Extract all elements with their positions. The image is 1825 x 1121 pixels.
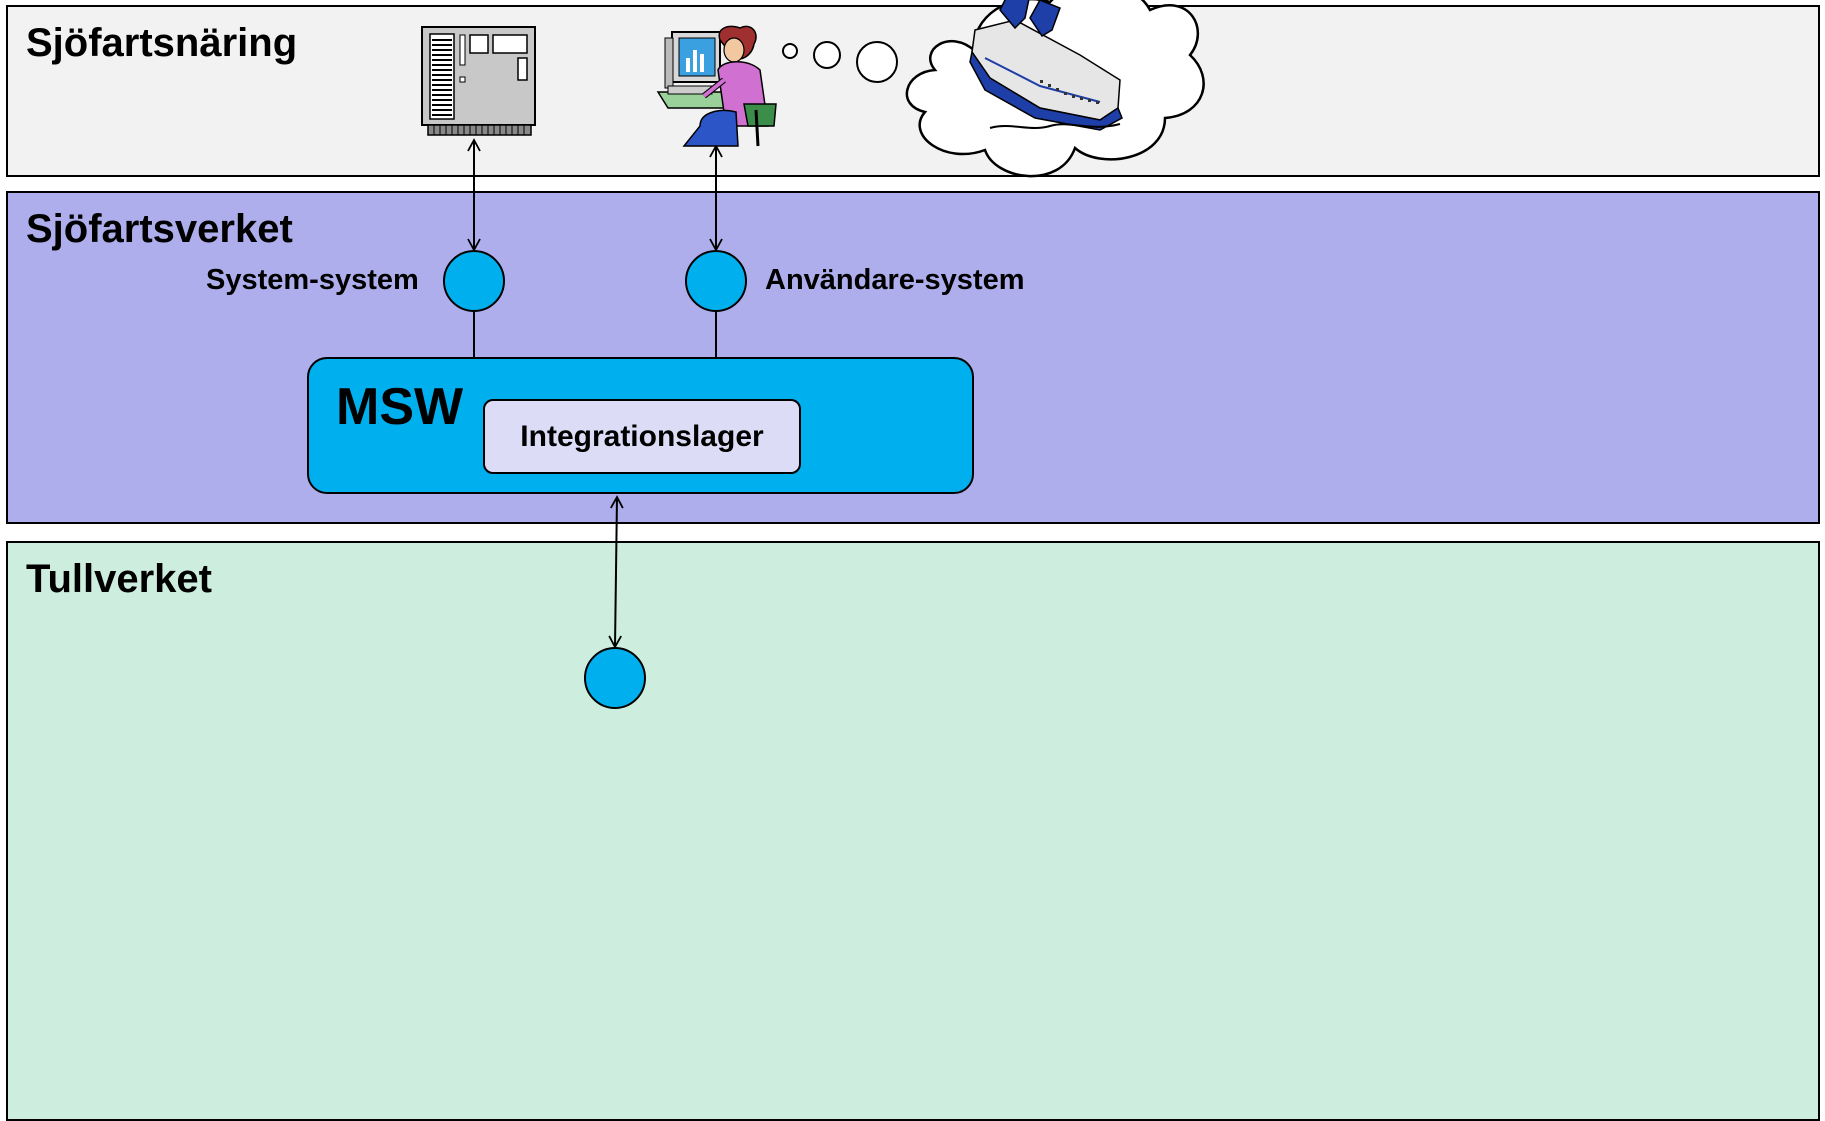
server-icon xyxy=(421,26,536,136)
integration-layer-label: Integrationslager xyxy=(520,419,764,453)
system-system-port xyxy=(443,250,505,312)
user-at-computer-icon xyxy=(656,25,777,147)
user-system-port xyxy=(685,250,747,312)
tullverket-band: Tullverket xyxy=(6,541,1820,1121)
user-system-port-label: Användare-system xyxy=(765,264,1025,296)
band-title-sjofartsnaring: Sjöfartsnäring xyxy=(26,21,298,65)
integration-layer-box: Integrationslager xyxy=(483,399,801,474)
ship-icon xyxy=(969,0,1123,131)
band-title-sjofartsverket: Sjöfartsverket xyxy=(26,207,293,251)
msw-box: MSW Integrationslager xyxy=(307,357,974,494)
msw-title: MSW xyxy=(336,378,464,436)
msw-to-tullverket-connector xyxy=(608,495,624,649)
band-title-tullverket: Tullverket xyxy=(26,557,212,601)
system-system-port-label: System-system xyxy=(206,264,419,296)
tullverket-port xyxy=(584,647,646,709)
